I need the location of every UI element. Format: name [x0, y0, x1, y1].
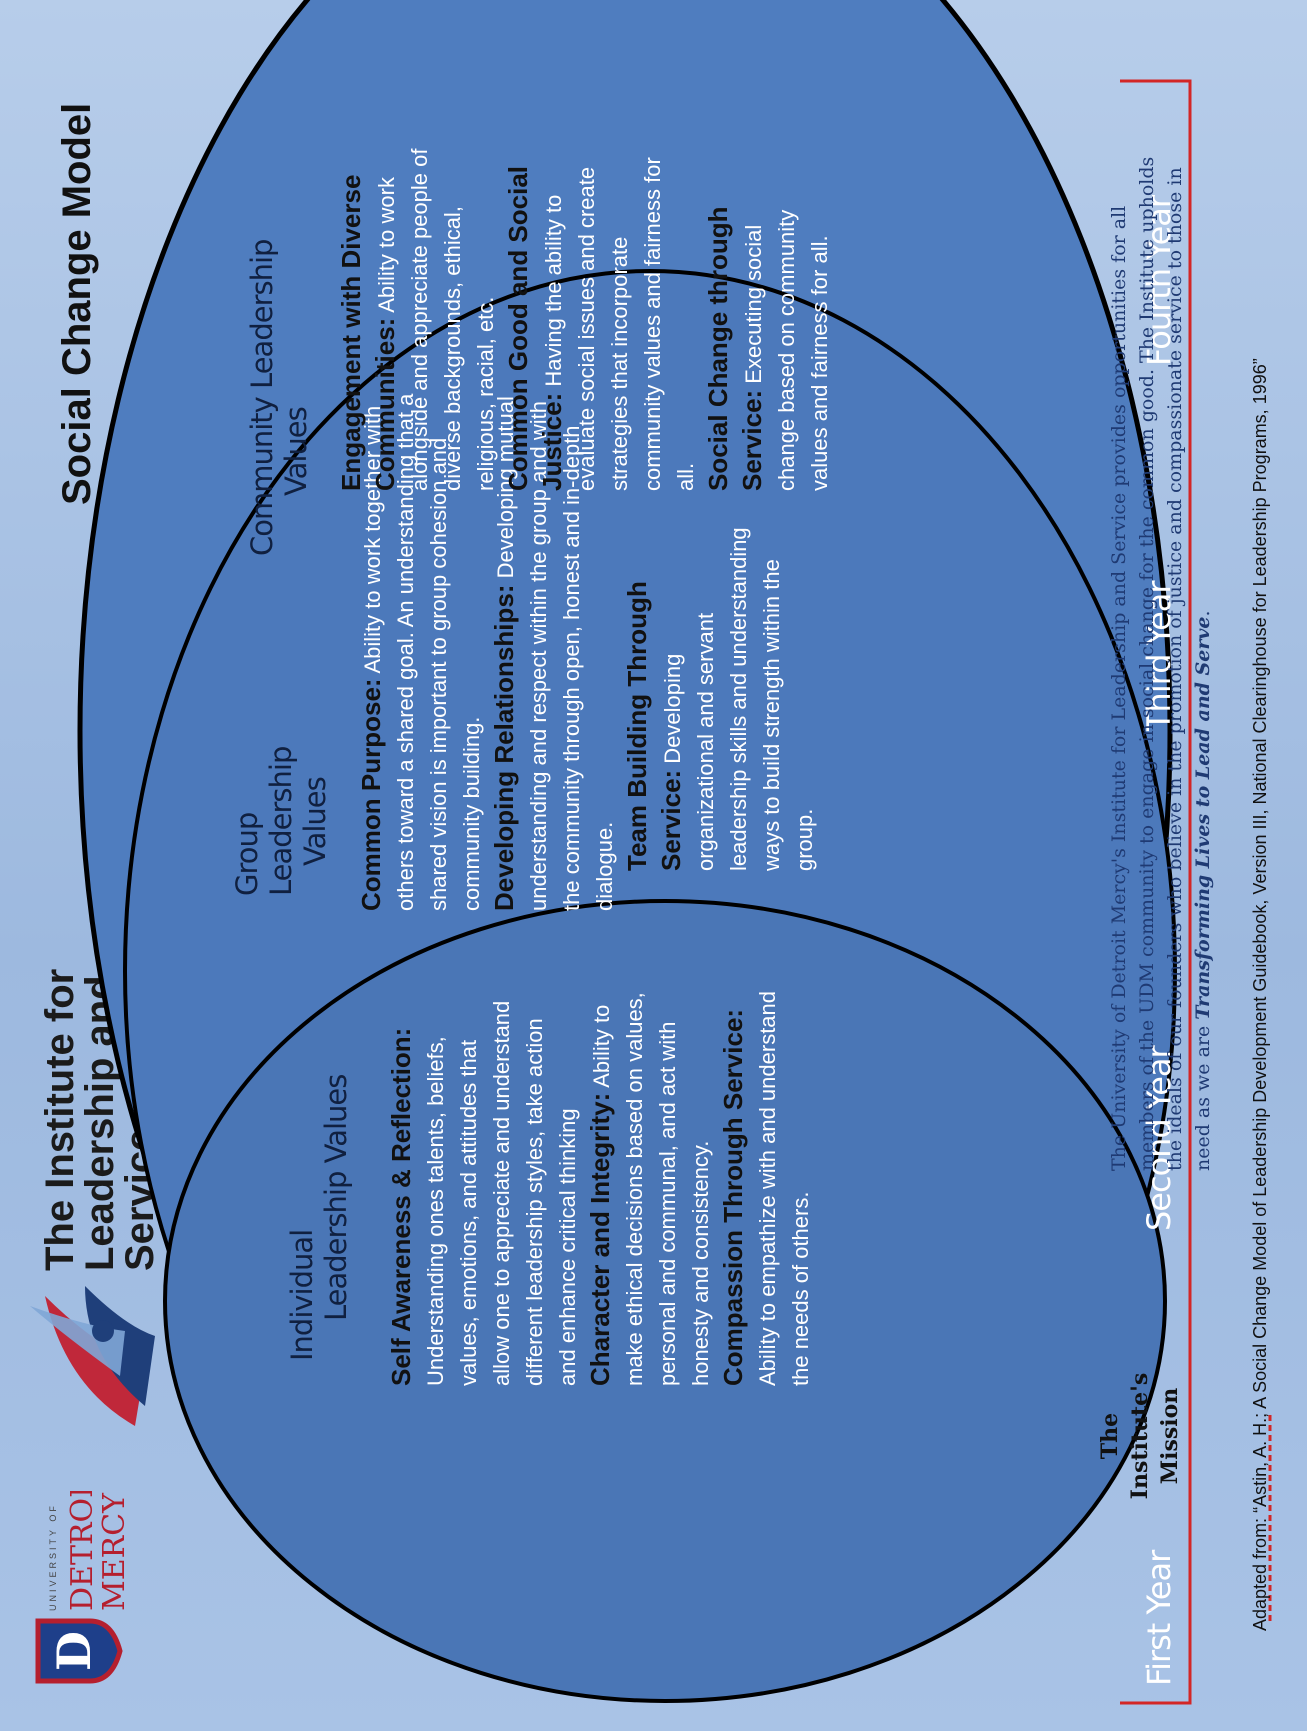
value-social-change: Social Change through Service: Executing… — [703, 206, 832, 491]
svg-text:DETROIT: DETROIT — [65, 1491, 100, 1611]
citation: Adapted from: “Astin, A. H.; A Social Ch… — [1250, 358, 1270, 1631]
individual-value-list: Self Awareness & Reflection: Understandi… — [385, 986, 817, 1386]
svg-text:MERCY: MERCY — [97, 1492, 132, 1611]
group-label: Group Leadership Values — [230, 746, 332, 896]
value-engagement-diverse: Engagement with Diverse Communities: Abi… — [336, 148, 498, 492]
individual-label: Individual Leadership Values — [285, 1074, 353, 1361]
detroit-mercy-logo: D UNIVERSITY OF DETROIT MERCY — [30, 1466, 150, 1691]
community-label: Community Leadership Values — [245, 239, 313, 556]
svg-text:D: D — [47, 1631, 101, 1671]
mission-text: The University of Detroit Mercy's Instit… — [1108, 156, 1214, 1171]
year-bracket — [1120, 79, 1192, 1705]
value-compassion: Compassion Through Service: Ability to e… — [718, 990, 813, 1386]
individual-oval — [163, 899, 1167, 1703]
value-self-awareness: Self Awareness & Reflection: Understandi… — [386, 1000, 580, 1386]
community-value-list: Engagement with Diverse Communities: Abi… — [335, 131, 836, 492]
mission-title: The Institute's Mission — [1097, 1372, 1183, 1500]
institute-logo — [25, 1276, 165, 1446]
brand-logo-small-text: UNIVERSITY OF — [48, 1503, 58, 1611]
value-team-building: Team Building Through Service: Developin… — [622, 527, 817, 871]
value-character-integrity: Character and Integrity: Ability to make… — [585, 992, 713, 1386]
year-label-first: First Year — [1140, 1550, 1178, 1686]
value-common-good: Common Good and Social Justice: Having t… — [503, 157, 698, 491]
